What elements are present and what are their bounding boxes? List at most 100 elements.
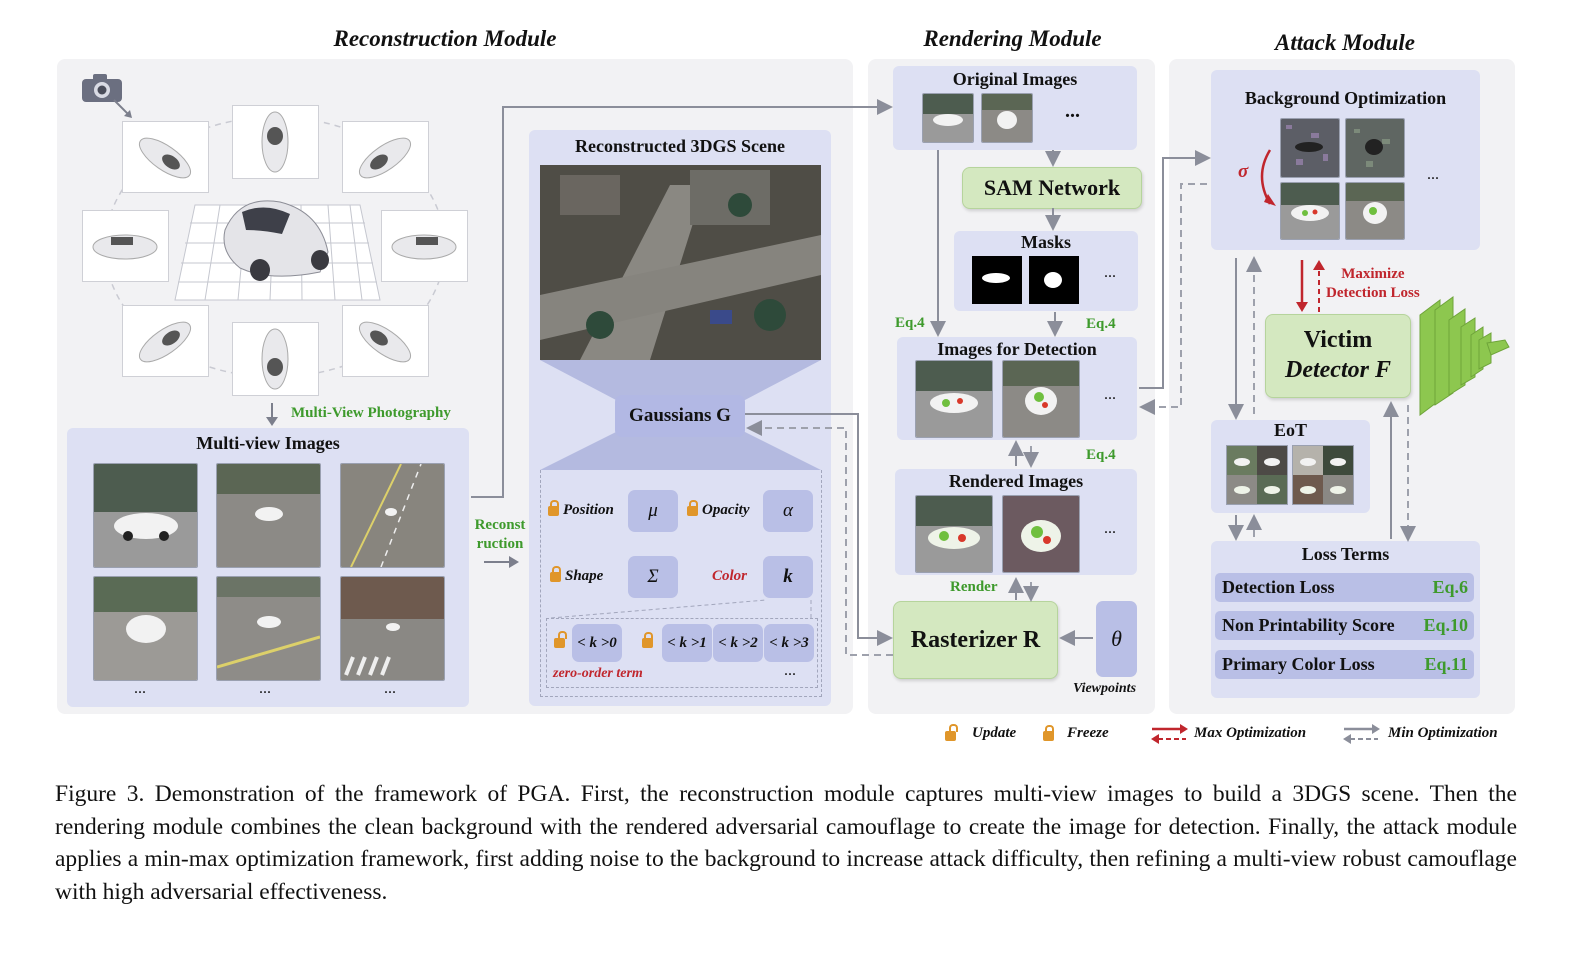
shape-label: Shape <box>550 565 603 585</box>
scene-title: Reconstructed 3DGS Scene <box>575 136 785 156</box>
loss-term-eq: Eq.11 <box>1424 654 1468 674</box>
freeze-lock-icon <box>687 499 698 516</box>
k1-param: < k >1 <box>662 624 712 662</box>
legend-min-opt: Min Optimization <box>1388 725 1498 741</box>
legend-max-opt: Max Optimization <box>1194 725 1307 741</box>
loss-term-eq: Eq.10 <box>1423 615 1468 635</box>
ellipsis: ... <box>1065 100 1080 122</box>
mu-param: μ <box>628 490 678 532</box>
detection-image <box>1002 360 1080 438</box>
color-label: Color <box>712 568 748 584</box>
camouflaged-car <box>1345 182 1405 240</box>
sam-network-node: SAM Network <box>962 167 1142 209</box>
sh-coeff-box <box>546 618 818 688</box>
detector-network-icon <box>1419 296 1510 416</box>
eot-grid <box>1292 445 1354 505</box>
mask-image <box>1029 256 1079 304</box>
gaussians-node: Gaussians G <box>615 395 745 437</box>
freeze-lock-icon <box>550 565 561 582</box>
reconstruction-arrow <box>484 556 519 568</box>
sigma-param: Σ <box>628 556 678 598</box>
freeze-lock-icon <box>642 632 653 648</box>
ellipsis: ... <box>1104 264 1116 281</box>
k0-param: < k >0 <box>572 624 622 662</box>
ellipsis: ... <box>1427 166 1439 183</box>
victim-detector-node: Victim Detector F <box>1265 314 1411 398</box>
loss-term-detection: Detection Loss Eq.6 <box>1215 573 1474 602</box>
render-label: Render <box>950 579 998 595</box>
rendered-images-title: Rendered Images <box>948 471 1084 491</box>
k3-param: < k >3 <box>764 624 814 662</box>
street-photo <box>340 463 445 568</box>
original-images-title: Original Images <box>952 69 1078 89</box>
legend-update: Update <box>972 725 1017 741</box>
maximize-line2: Detection Loss <box>1326 285 1420 301</box>
attack-module-title: Attack Module <box>1275 30 1415 55</box>
car-3d-model <box>174 200 381 301</box>
multi-view-photography-label: Multi-View Photography <box>291 405 451 421</box>
theta-param: θ <box>1096 601 1137 677</box>
car-view-thumb <box>232 105 319 179</box>
detection-image <box>915 360 993 438</box>
maximize-line1: Maximize <box>1341 266 1405 282</box>
eq4-label: Eq.4 <box>895 315 925 331</box>
min-opt-legend-icon <box>1343 724 1380 744</box>
car-view-thumb <box>122 121 209 193</box>
position-label: Position <box>548 499 614 519</box>
opacity-label: Opacity <box>687 499 749 519</box>
ellipsis: ... <box>1104 520 1116 537</box>
loss-term-color: Primary Color Loss Eq.11 <box>1215 650 1474 679</box>
freeze-lock-icon <box>1043 725 1054 741</box>
ellipsis: ... <box>784 662 796 679</box>
legend-freeze: Freeze <box>1067 725 1109 741</box>
original-image <box>922 93 974 143</box>
reconstruction-label-line2: ruction <box>476 536 524 552</box>
camera-arrow <box>113 99 132 118</box>
rendered-image <box>915 495 993 573</box>
images-for-detection-title: Images for Detection <box>937 339 1097 359</box>
eot-title: EoT <box>1273 420 1307 440</box>
eq4-label: Eq.4 <box>1086 316 1116 332</box>
street-photo <box>93 576 198 681</box>
noise-curve-arrow <box>1260 149 1276 206</box>
freeze-lock-icon <box>548 499 559 516</box>
ellipsis: ... <box>1104 386 1116 403</box>
zero-order-label: zero-order term <box>553 666 643 681</box>
viewpoints-label: Viewpoints <box>1073 681 1137 696</box>
sigma-label: σ <box>1238 161 1249 182</box>
street-photo <box>93 463 198 568</box>
car-view-thumb <box>232 322 319 396</box>
max-optimization-arrows <box>1296 260 1325 312</box>
rasterizer-node: Rasterizer R <box>893 601 1058 679</box>
car-view-thumb <box>342 305 429 377</box>
loss-term-eq: Eq.6 <box>1432 577 1468 597</box>
car-view-thumb <box>122 305 209 377</box>
loss-term-name: Primary Color Loss <box>1222 654 1375 674</box>
k2-param: < k >2 <box>713 624 763 662</box>
maximize-label: Maximize Detection Loss <box>1326 265 1420 303</box>
color-expand-lines <box>550 599 812 619</box>
car-view-thumb <box>342 121 429 193</box>
gaussian-params-box <box>540 470 822 697</box>
car-view-thumb <box>381 210 468 282</box>
masks-title: Masks <box>1020 232 1071 252</box>
victim-line1: Victim <box>1303 327 1373 353</box>
rendering-module-title: Rendering Module <box>923 26 1102 51</box>
loss-term-name: Non Printability Score <box>1222 615 1395 635</box>
k-param: k <box>763 556 813 598</box>
street-photo <box>216 463 321 568</box>
original-image <box>981 93 1033 143</box>
reconstruction-label: Reconst ruction <box>472 516 528 554</box>
alpha-param: α <box>763 490 813 532</box>
reconstruction-label-line1: Reconst <box>474 517 526 533</box>
ellipsis: ... <box>134 680 146 697</box>
eot-grid <box>1226 445 1288 505</box>
background-optimization-title: Background Optimization <box>1244 88 1447 108</box>
update-lock-icon <box>554 631 567 648</box>
reconstruction-module-title: Reconstruction Module <box>333 26 557 51</box>
noisy-background <box>1280 118 1340 178</box>
noisy-background <box>1345 118 1405 178</box>
photography-arrow <box>266 403 278 426</box>
update-lock-icon <box>945 724 958 741</box>
mask-image <box>972 256 1022 304</box>
